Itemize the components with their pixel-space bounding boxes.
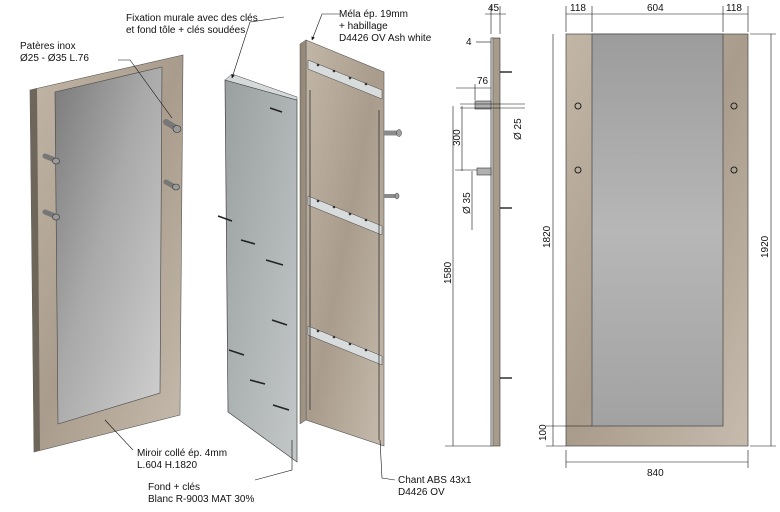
dim-back: 4 [466,37,472,48]
callout-edge-line2: D4426 OV [398,487,445,498]
callout-wall-fixing-line1: Fixation murale avec des clés [126,13,258,24]
dim-left-frame: 118 [570,3,586,14]
callout-mela-line1: Méla ép. 19mm [339,9,408,20]
dim-hook-length: 76 [477,76,489,87]
back-hook-pegs [384,129,402,200]
dim-bottom-frame: 100 [538,424,549,441]
dim-right-frame: 118 [726,3,742,14]
hook-pegs [42,119,182,221]
dim-total-width: 840 [647,468,664,479]
callout-mirror-line2: L.604 H.1820 [137,460,197,471]
callout-edge: Chant ABS 43x1 D4426 OV [398,475,472,498]
callout-hooks-line2: Ø25 - Ø35 L.76 [20,53,89,64]
callout-wall-fixing-line2: et fond tôle + clés soudées [126,25,245,36]
exploded-view [217,39,402,463]
callout-leaders [104,13,396,481]
side-dimension-lines [445,6,525,447]
dim-hook-large-dia: Ø 35 [462,192,473,214]
dim-hook-spacing: 300 [452,129,463,146]
assembled-mirror-view [29,54,184,453]
dim-total-height: 1920 [760,235,771,258]
side-hooks [474,100,492,176]
front-dimension-labels: 118 604 118 1820 1920 100 840 [538,3,771,479]
dim-depth: 45 [488,3,500,14]
callout-wall-fixing: Fixation murale avec des clés et fond tô… [126,13,258,36]
dim-mirror-width: 604 [647,3,664,14]
callout-back: Fond + clés Blanc R-9003 MAT 30% [148,482,254,505]
callout-hooks: Patères inox Ø25 - Ø35 L.76 [20,41,89,64]
dim-total-height-side: 1580 [443,261,454,284]
callout-mela: Méla ép. 19mm + habillage D4426 OV Ash w… [339,9,432,44]
callout-hooks-line1: Patères inox [20,41,76,52]
dim-mirror-height: 1820 [542,225,553,248]
front-dimension-lines [546,6,776,468]
callout-mirror-line1: Miroir collé ép. 4mm [137,448,227,459]
callout-back-line2: Blanc R-9003 MAT 30% [148,494,254,505]
callout-mela-line2: + habillage [339,21,388,32]
callout-mela-line3: D4426 OV Ash white [339,33,432,44]
hook-holes [574,102,738,174]
front-view [565,33,749,447]
callout-edge-line1: Chant ABS 43x1 [398,475,472,486]
side-view [474,37,512,447]
side-dimension-labels: 45 4 76 Ø 25 300 Ø 35 1580 [443,3,524,284]
callout-mirror: Miroir collé ép. 4mm L.604 H.1820 [137,448,227,471]
callout-back-line1: Fond + clés [148,482,200,493]
dim-hook-small-dia: Ø 25 [513,118,524,140]
